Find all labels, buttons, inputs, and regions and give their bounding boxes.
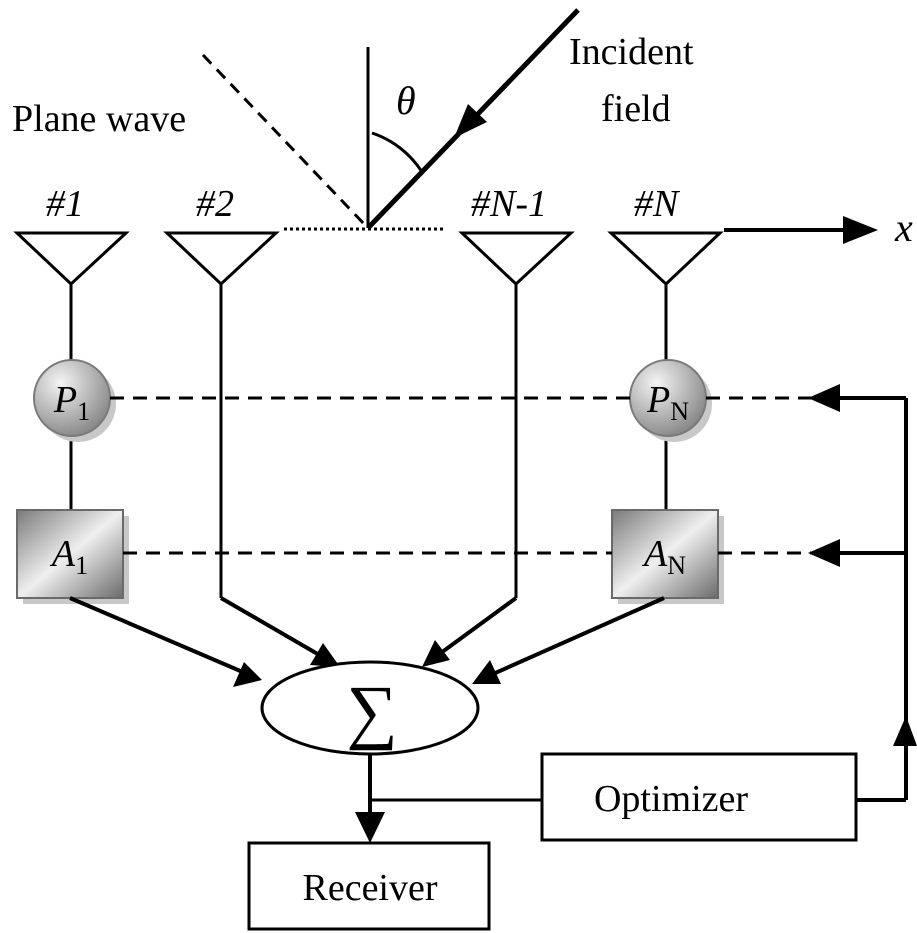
theta-arc xyxy=(371,131,424,173)
amplifier-1-label: A1 xyxy=(49,533,88,580)
phase-control-arrow-head xyxy=(808,384,840,412)
receiver-arrow-head xyxy=(355,812,385,843)
optimizer-label: Optimizer xyxy=(594,778,748,820)
arrow-2-to-sum xyxy=(219,596,330,662)
receiver-label: Receiver xyxy=(302,867,437,909)
arrow-2-to-sum-head xyxy=(310,643,340,667)
x-axis-label: x xyxy=(894,205,913,250)
antenna-label-2: #2 xyxy=(196,183,234,225)
sum-symbol: ∑ xyxy=(346,671,397,751)
arrow-a1-to-sum-head xyxy=(233,662,262,687)
plane-wave-label: Plane wave xyxy=(12,98,186,140)
amplitude-control-arrow-head xyxy=(808,539,840,567)
antenna-1-triangle xyxy=(13,231,130,287)
arrow-a1-to-sum xyxy=(69,596,253,678)
arrow-an-to-sum xyxy=(483,596,665,680)
arrow-n-minus-1-to-sum-head xyxy=(422,640,450,667)
antenna-n-minus-1-triangle xyxy=(458,231,575,287)
antenna-label-n-minus-1: #N-1 xyxy=(471,183,547,225)
receiver-box xyxy=(247,841,491,931)
optimizer-box xyxy=(540,752,858,842)
amplifier-n xyxy=(611,509,719,599)
incident-arrow-head xyxy=(454,104,487,138)
phase-shifter-n-label: PN xyxy=(646,379,689,426)
antenna-label-1: #1 xyxy=(46,183,84,225)
antenna-label-n: #N xyxy=(634,183,681,225)
theta-label: θ xyxy=(396,78,416,123)
amplifier-n-label: AN xyxy=(641,533,686,580)
antenna-2-triangle xyxy=(163,231,280,287)
arrow-n-minus-1-to-sum xyxy=(432,596,518,660)
antenna-n-triangle xyxy=(607,231,724,287)
arrow-an-to-sum-head xyxy=(472,660,501,684)
x-axis-arrow-head xyxy=(843,216,878,244)
incident-field-label-line1: Incident xyxy=(569,31,694,73)
feedback-bus-arrow-head xyxy=(893,716,917,746)
phase-shifter-1-label: P1 xyxy=(53,379,90,426)
incident-field-label-line2: field xyxy=(601,88,671,130)
